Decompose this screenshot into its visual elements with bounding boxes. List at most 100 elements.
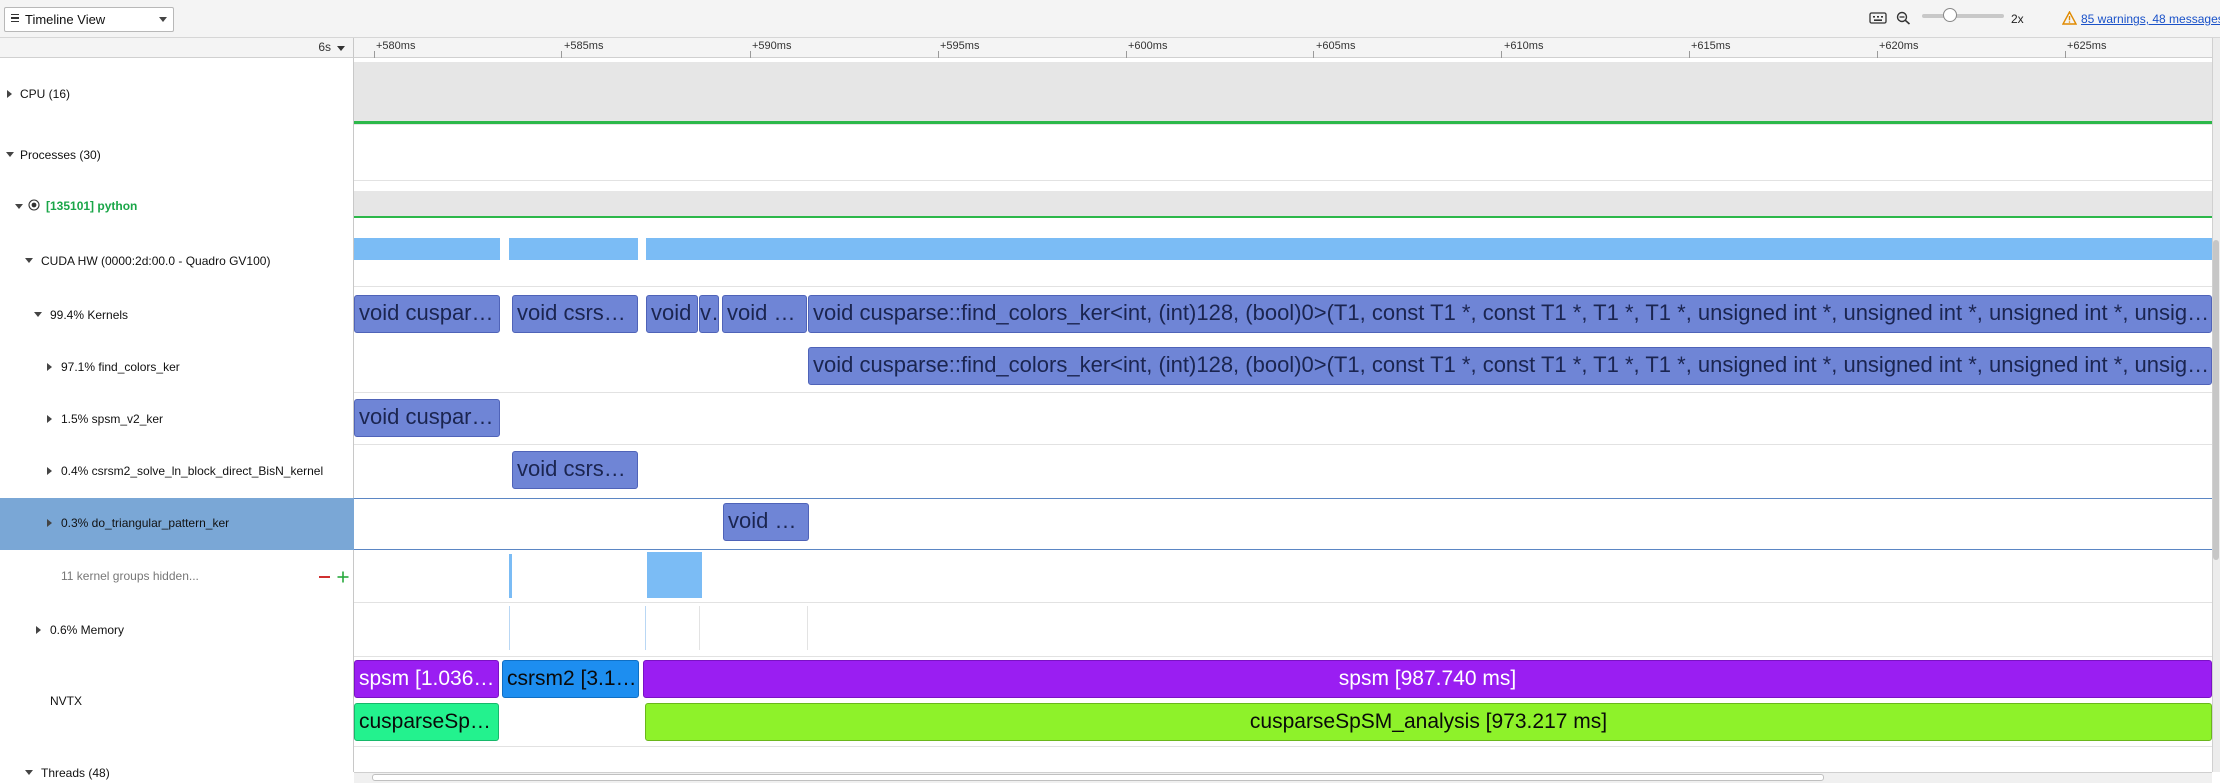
- selected-row-highlight: [0, 498, 354, 550]
- collapse-arrow-icon[interactable]: [25, 258, 33, 263]
- view-select-label: Timeline View: [25, 12, 106, 27]
- ruler-tick-label: +600ms: [1128, 40, 1168, 52]
- expand-arrow-icon[interactable]: [47, 415, 52, 423]
- expand-arrow-icon[interactable]: [47, 519, 52, 527]
- ruler-tick-label: +580ms: [376, 40, 416, 52]
- ruler-tick: [938, 51, 939, 58]
- ruler-tick: [1313, 51, 1314, 58]
- hidden-kernel-groups-label: 11 kernel groups hidden...: [61, 569, 199, 583]
- cpu-usage-line: [354, 121, 2212, 124]
- ruler-tick: [1877, 51, 1878, 58]
- expand-arrow-icon[interactable]: [36, 626, 41, 634]
- menu-icon: [11, 12, 19, 25]
- chevron-down-icon: [159, 17, 167, 22]
- keyboard-icon[interactable]: [1869, 11, 1887, 25]
- expand-arrow-icon[interactable]: [47, 363, 52, 371]
- expand-arrow-icon[interactable]: [47, 467, 52, 475]
- memory-activity-marker[interactable]: [645, 606, 646, 650]
- kernel-block[interactable]: void: [646, 295, 698, 333]
- tree-row-csrsm2[interactable]: 0.4% csrsm2_solve_ln_block_direct_BisN_k…: [61, 464, 324, 478]
- kernel-block-spsm[interactable]: void cusparse::spsm_v2_ker: [354, 399, 500, 437]
- collapse-arrow-icon[interactable]: [6, 152, 14, 157]
- zoom-slider-track[interactable]: [1922, 14, 2004, 18]
- chevron-down-icon[interactable]: [337, 46, 345, 51]
- cuda-hw-activity-bar[interactable]: [646, 238, 2212, 260]
- tree-row-processes[interactable]: Processes (30): [20, 148, 101, 162]
- collapse-arrow-icon[interactable]: [34, 312, 42, 317]
- timeline-canvas[interactable]: void cusparse::spsm_v2_ker void csrsm2_s…: [354, 58, 2212, 772]
- ruler-tick: [374, 51, 375, 58]
- collapse-arrow-icon[interactable]: [25, 770, 33, 775]
- kernel-block[interactable]: void do_triangular: [722, 295, 807, 333]
- plus-icon[interactable]: [337, 571, 349, 583]
- cuda-hw-activity-bar[interactable]: [509, 238, 638, 260]
- nvtx-range-analysis-small[interactable]: cusparseSpSM_analysis: [354, 703, 499, 741]
- kernel-block[interactable]: void cusparse::spsm_v2_ker: [354, 295, 500, 333]
- tree-row-python-process[interactable]: [135101] python: [46, 199, 138, 213]
- ruler-tick-label: +625ms: [2067, 40, 2107, 52]
- zoom-level-label: 2x: [2011, 12, 2024, 26]
- expand-arrow-icon[interactable]: [7, 90, 12, 98]
- ruler-tick-label: +610ms: [1504, 40, 1544, 52]
- kernel-block-find-colors[interactable]: void cusparse::find_colors_ker<int, (int…: [808, 347, 2212, 385]
- tree-row-cpu[interactable]: CPU (16): [20, 87, 71, 101]
- zoom-out-icon[interactable]: [1896, 11, 1912, 25]
- nvtx-range-spsm-small[interactable]: spsm [1.036 ms]: [354, 660, 499, 698]
- lane-separator: [354, 180, 2212, 181]
- ruler-tick: [750, 51, 751, 58]
- tree-row-nvtx[interactable]: NVTX: [50, 694, 83, 708]
- kernel-block-do-triangular[interactable]: void do_triangular: [723, 503, 809, 541]
- tree-row-threads[interactable]: Threads (48): [41, 766, 110, 780]
- cuda-hw-activity-bar[interactable]: [354, 238, 500, 260]
- ruler-duration-area: 6s: [0, 38, 354, 58]
- lane-separator: [354, 656, 2212, 657]
- view-select-dropdown[interactable]: Timeline View: [4, 7, 174, 32]
- row-tree-panel: [0, 58, 354, 772]
- lane-separator: [354, 746, 2212, 747]
- tree-row-spsm-v2[interactable]: 1.5% spsm_v2_ker: [61, 412, 164, 426]
- memory-activity-marker[interactable]: [807, 606, 808, 650]
- ruler-tick: [1501, 51, 1502, 58]
- process-activity-line: [354, 216, 2212, 218]
- ruler-tick-label: +620ms: [1879, 40, 1919, 52]
- ruler-tick: [1689, 51, 1690, 58]
- duration-selector[interactable]: 6s: [318, 40, 331, 54]
- kernel-block[interactable]: void: [699, 295, 719, 333]
- ruler-tick-label: +595ms: [940, 40, 980, 52]
- time-ruler[interactable]: +580ms +585ms +590ms +595ms +600ms +605m…: [354, 38, 2212, 58]
- ruler-tick: [1126, 51, 1127, 58]
- collapse-arrow-icon[interactable]: [15, 204, 23, 209]
- tree-row-do-triangular[interactable]: 0.3% do_triangular_pattern_ker: [61, 516, 230, 530]
- tree-row-cuda-hw[interactable]: CUDA HW (0000:2d:00.0 - Quadro GV100): [41, 254, 271, 268]
- ruler-tick-label: +605ms: [1316, 40, 1356, 52]
- horizontal-scrollbar-thumb[interactable]: [372, 774, 1824, 781]
- memory-activity-marker[interactable]: [699, 606, 700, 650]
- warning-icon: [2062, 11, 2077, 25]
- ruler-tick-label: +585ms: [564, 40, 604, 52]
- zoom-slider-handle[interactable]: [1943, 8, 1957, 22]
- ruler-tick-label: +590ms: [752, 40, 792, 52]
- record-icon: [28, 199, 40, 211]
- lane-separator: [354, 392, 2212, 393]
- selected-row-border: [354, 498, 2212, 499]
- memory-activity-marker[interactable]: [509, 606, 510, 650]
- hidden-kernel-activity[interactable]: [509, 554, 512, 598]
- ruler-tick: [561, 51, 562, 58]
- vertical-scrollbar-thumb[interactable]: [2213, 240, 2219, 560]
- tree-row-memory[interactable]: 0.6% Memory: [50, 623, 125, 637]
- kernel-block[interactable]: void csrsm2_solve: [512, 295, 638, 333]
- kernel-block[interactable]: void cusparse::find_colors_ker<int, (int…: [808, 295, 2212, 333]
- tree-row-find-colors[interactable]: 97.1% find_colors_ker: [61, 360, 180, 374]
- nvtx-range-spsm[interactable]: spsm [987.740 ms]: [643, 660, 2212, 698]
- warnings-link[interactable]: 85 warnings, 48 messages: [2081, 12, 2220, 26]
- process-activity-lane: [354, 191, 2212, 217]
- lane-separator: [354, 286, 2212, 287]
- minus-icon[interactable]: [319, 576, 330, 578]
- nvtx-range-csrsm2[interactable]: csrsm2 [3.102 ms]: [502, 660, 639, 698]
- cpu-usage-lane: [354, 62, 2212, 125]
- hidden-kernel-activity[interactable]: [647, 552, 702, 598]
- kernel-block-csrsm2[interactable]: void csrsm2_solve: [512, 451, 638, 489]
- ruler-tick-label: +615ms: [1691, 40, 1731, 52]
- nvtx-range-analysis[interactable]: cusparseSpSM_analysis [973.217 ms]: [645, 703, 2212, 741]
- tree-row-kernels[interactable]: 99.4% Kernels: [50, 308, 129, 322]
